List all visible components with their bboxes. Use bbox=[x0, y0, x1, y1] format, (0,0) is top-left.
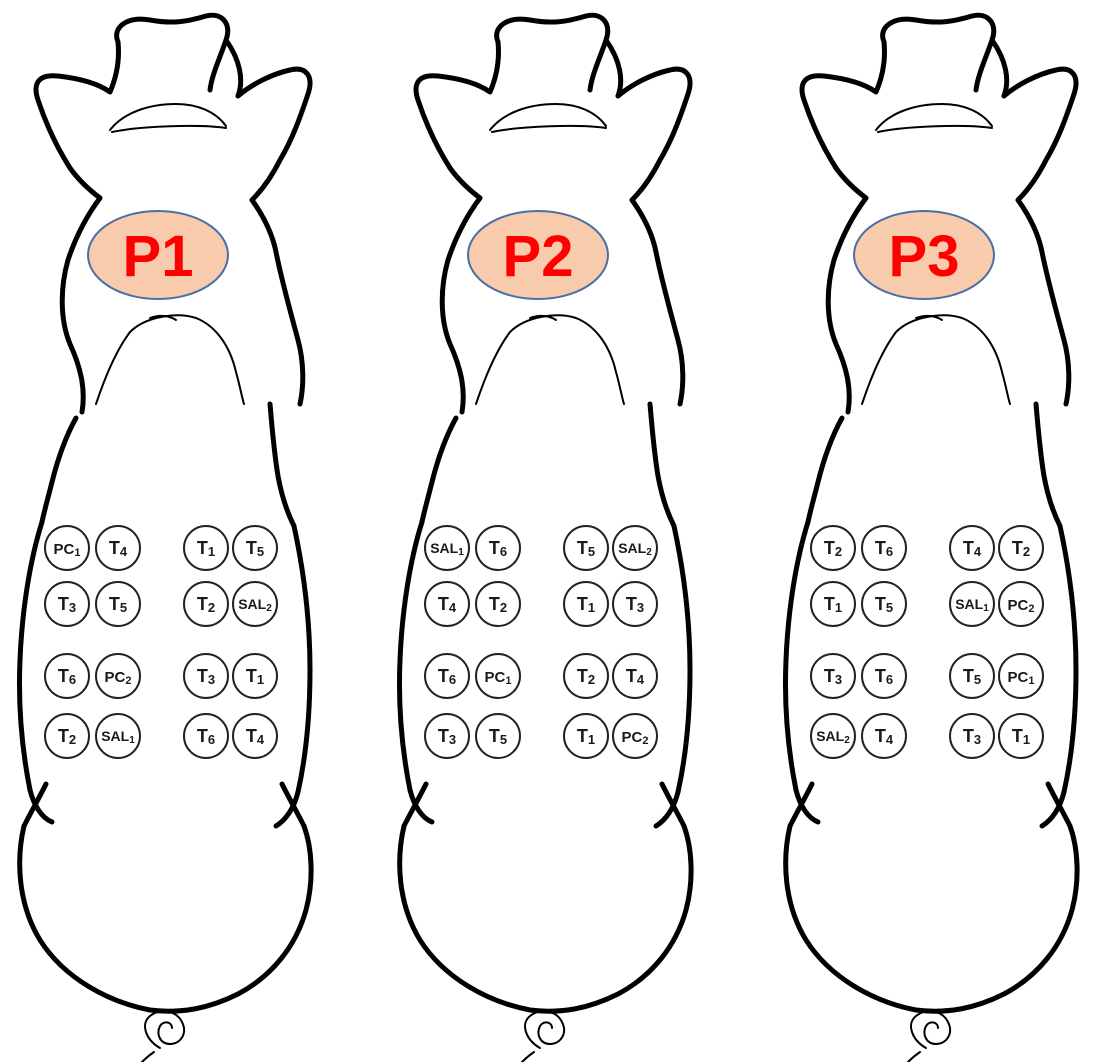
injection-site: SAL1 bbox=[950, 582, 994, 626]
injection-site: T4 bbox=[233, 714, 277, 758]
injection-site: PC1 bbox=[999, 654, 1043, 698]
injection-site: T1 bbox=[999, 714, 1043, 758]
injection-site: T6 bbox=[476, 526, 520, 570]
pig-label: P1 bbox=[123, 224, 194, 289]
injection-site: T5 bbox=[96, 582, 140, 626]
injection-site: T5 bbox=[476, 714, 520, 758]
injection-site: T2 bbox=[184, 582, 228, 626]
injection-site: T4 bbox=[950, 526, 994, 570]
injection-site: SAL2 bbox=[233, 582, 277, 626]
injection-site: SAL1 bbox=[425, 526, 469, 570]
injection-site: T5 bbox=[564, 526, 608, 570]
injection-site: T4 bbox=[96, 526, 140, 570]
pig-label: P2 bbox=[503, 224, 574, 289]
injection-site: T6 bbox=[184, 714, 228, 758]
injection-site: T5 bbox=[950, 654, 994, 698]
injection-site: T2 bbox=[45, 714, 89, 758]
injection-site: PC2 bbox=[96, 654, 140, 698]
injection-site: T2 bbox=[999, 526, 1043, 570]
injection-site: T6 bbox=[425, 654, 469, 698]
injection-site: PC2 bbox=[999, 582, 1043, 626]
injection-site: SAL2 bbox=[811, 714, 855, 758]
injection-site: T6 bbox=[862, 526, 906, 570]
injection-site: T2 bbox=[564, 654, 608, 698]
injection-site: T3 bbox=[425, 714, 469, 758]
pig-label: P3 bbox=[889, 224, 960, 289]
injection-site: T1 bbox=[811, 582, 855, 626]
injection-site: T1 bbox=[184, 526, 228, 570]
injection-site: T4 bbox=[862, 714, 906, 758]
injection-site: SAL2 bbox=[613, 526, 657, 570]
injection-site: T3 bbox=[45, 582, 89, 626]
injection-site: T1 bbox=[564, 582, 608, 626]
injection-site: PC2 bbox=[613, 714, 657, 758]
injection-site: T4 bbox=[613, 654, 657, 698]
injection-site: T3 bbox=[613, 582, 657, 626]
injection-site: T4 bbox=[425, 582, 469, 626]
injection-site: T2 bbox=[476, 582, 520, 626]
injection-site: PC1 bbox=[45, 526, 89, 570]
injection-site: T3 bbox=[811, 654, 855, 698]
injection-site: T5 bbox=[862, 582, 906, 626]
injection-site: T3 bbox=[184, 654, 228, 698]
injection-site: T1 bbox=[233, 654, 277, 698]
injection-site: T6 bbox=[45, 654, 89, 698]
injection-site: T2 bbox=[811, 526, 855, 570]
pig-1: P1PC1T4T1T5T3T5T2SAL2T6PC2T3T1T2SAL1T6T4 bbox=[19, 15, 311, 1062]
injection-site: T6 bbox=[862, 654, 906, 698]
injection-site: T1 bbox=[564, 714, 608, 758]
injection-site: SAL1 bbox=[96, 714, 140, 758]
injection-site: T5 bbox=[233, 526, 277, 570]
injection-site: T3 bbox=[950, 714, 994, 758]
injection-site: PC1 bbox=[476, 654, 520, 698]
